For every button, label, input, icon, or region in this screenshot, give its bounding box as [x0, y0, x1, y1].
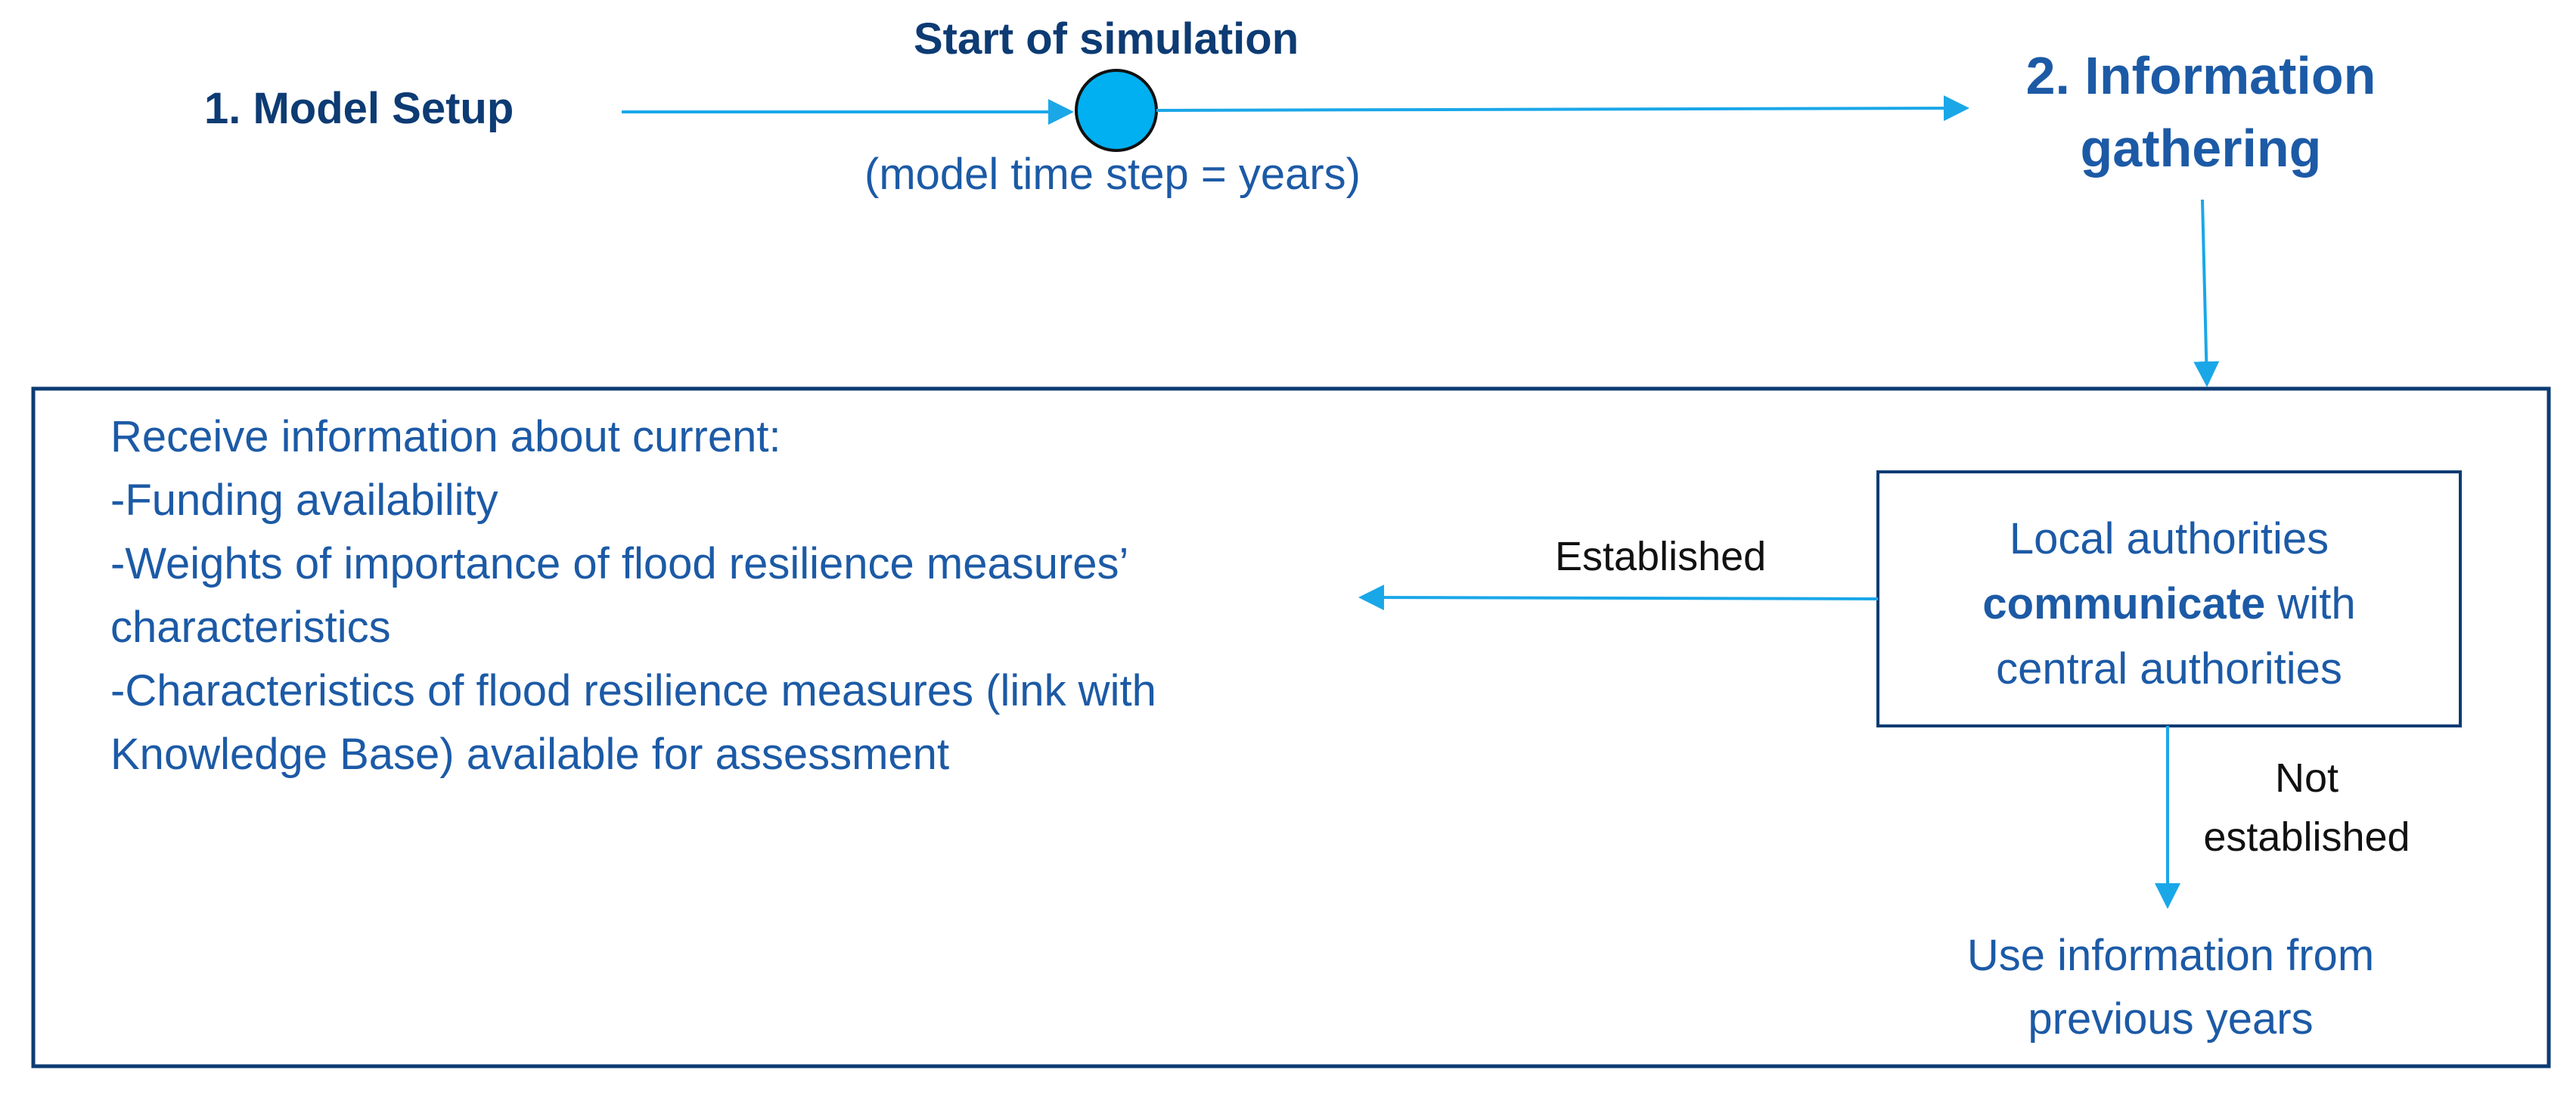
info-line: -Characteristics of flood resilience mea…	[110, 666, 1156, 715]
communicate-line1: Local authorities	[2009, 514, 2329, 563]
established-label: Established	[1555, 534, 1767, 579]
info-line: -Weights of importance of flood resilien…	[110, 539, 1129, 588]
start-circle	[1075, 69, 1158, 152]
info-line: -Funding availability	[110, 476, 498, 525]
communicate-line2: communicate with	[1878, 572, 2460, 637]
time-step-label: (model time step = years)	[864, 150, 1361, 199]
information-box	[31, 386, 2551, 1068]
communicate-box-text: Local authorities communicate with centr…	[1878, 507, 2460, 702]
info-line: Knowledge Base) available for assessment	[110, 730, 950, 779]
not-established-line2: established	[2203, 814, 2410, 860]
previous-years-label: Use information from previous years	[1891, 924, 2450, 1051]
information-list: Receive information about current: -Fund…	[110, 405, 1156, 786]
model-setup-label: 1. Model Setup	[204, 84, 514, 133]
arrow-start-to-gathering	[1156, 95, 1969, 122]
communicate-line3: central authorities	[1996, 644, 2342, 693]
information-gathering-line2: gathering	[2080, 119, 2322, 178]
start-of-simulation-label: Start of simulation	[914, 14, 1299, 64]
previous-years-line2: previous years	[2028, 994, 2314, 1044]
not-established-line1: Not	[2274, 755, 2339, 801]
arrow-gathering-to-box	[2193, 199, 2220, 387]
communicate-bold-word: communicate	[1982, 579, 2266, 628]
info-line: Receive information about current:	[110, 412, 781, 461]
arrow-established	[1358, 585, 1879, 611]
information-gathering-label: 2. Information gathering	[1982, 39, 2420, 185]
not-established-label: Not established	[2178, 749, 2435, 867]
info-line: characteristics	[110, 603, 391, 652]
information-gathering-line1: 2. Information	[2025, 46, 2376, 105]
communicate-line2-rest: with	[2265, 579, 2356, 628]
previous-years-line1: Use information from	[1966, 931, 2375, 980]
